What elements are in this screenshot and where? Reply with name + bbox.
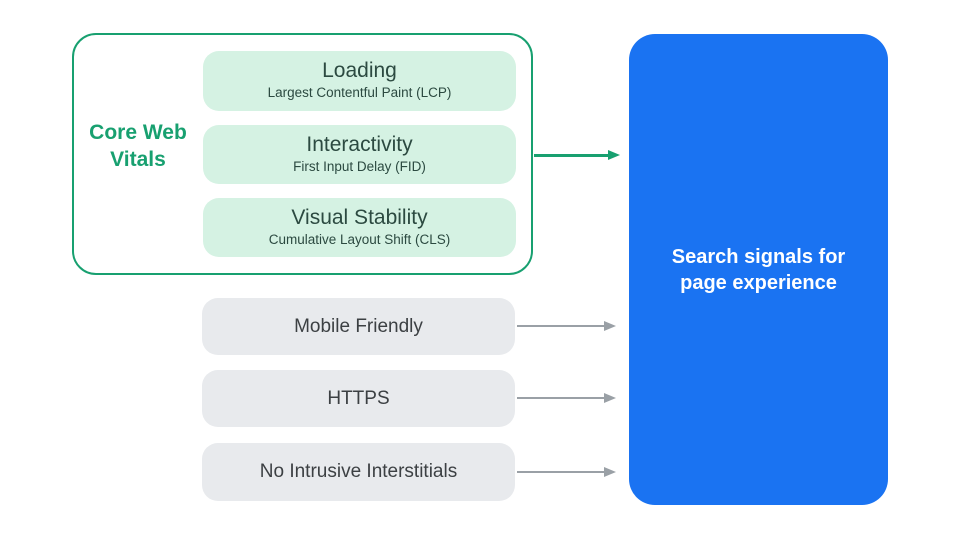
search-signals-box: Search signals for page experience [629, 34, 888, 505]
signal-label: HTTPS [327, 387, 390, 409]
signal-card-https: HTTPS [202, 370, 515, 427]
arrow-right-icon [604, 393, 616, 403]
metric-subtitle: First Input Delay (FID) [293, 159, 426, 174]
metric-title: Interactivity [306, 133, 413, 156]
search-signals-label: Search signals for page experience [671, 245, 846, 294]
arrow-line [517, 471, 605, 473]
signal-card-no-intrusive-interstitials: No Intrusive Interstitials [202, 443, 515, 501]
arrow-line [517, 397, 605, 399]
signal-label: Mobile Friendly [294, 315, 423, 337]
metric-card-visual-stability: Visual Stability Cumulative Layout Shift… [203, 198, 516, 257]
arrow-right-icon [604, 467, 616, 477]
arrow-line [517, 325, 605, 327]
metric-title: Visual Stability [291, 206, 428, 229]
metric-subtitle: Cumulative Layout Shift (CLS) [268, 232, 451, 247]
signal-label: No Intrusive Interstitials [259, 461, 458, 482]
signal-card-mobile-friendly: Mobile Friendly [202, 298, 515, 355]
metric-title: Loading [322, 59, 397, 82]
core-web-vitals-label: Core Web Vitals [89, 121, 187, 171]
arrow-right-icon [608, 149, 620, 160]
metric-subtitle: Largest Contentful Paint (LCP) [267, 85, 452, 100]
metric-card-loading: Loading Largest Contentful Paint (LCP) [203, 51, 516, 111]
arrow-line [534, 154, 609, 157]
metric-card-interactivity: Interactivity First Input Delay (FID) [203, 125, 516, 184]
arrow-right-icon [604, 321, 616, 331]
